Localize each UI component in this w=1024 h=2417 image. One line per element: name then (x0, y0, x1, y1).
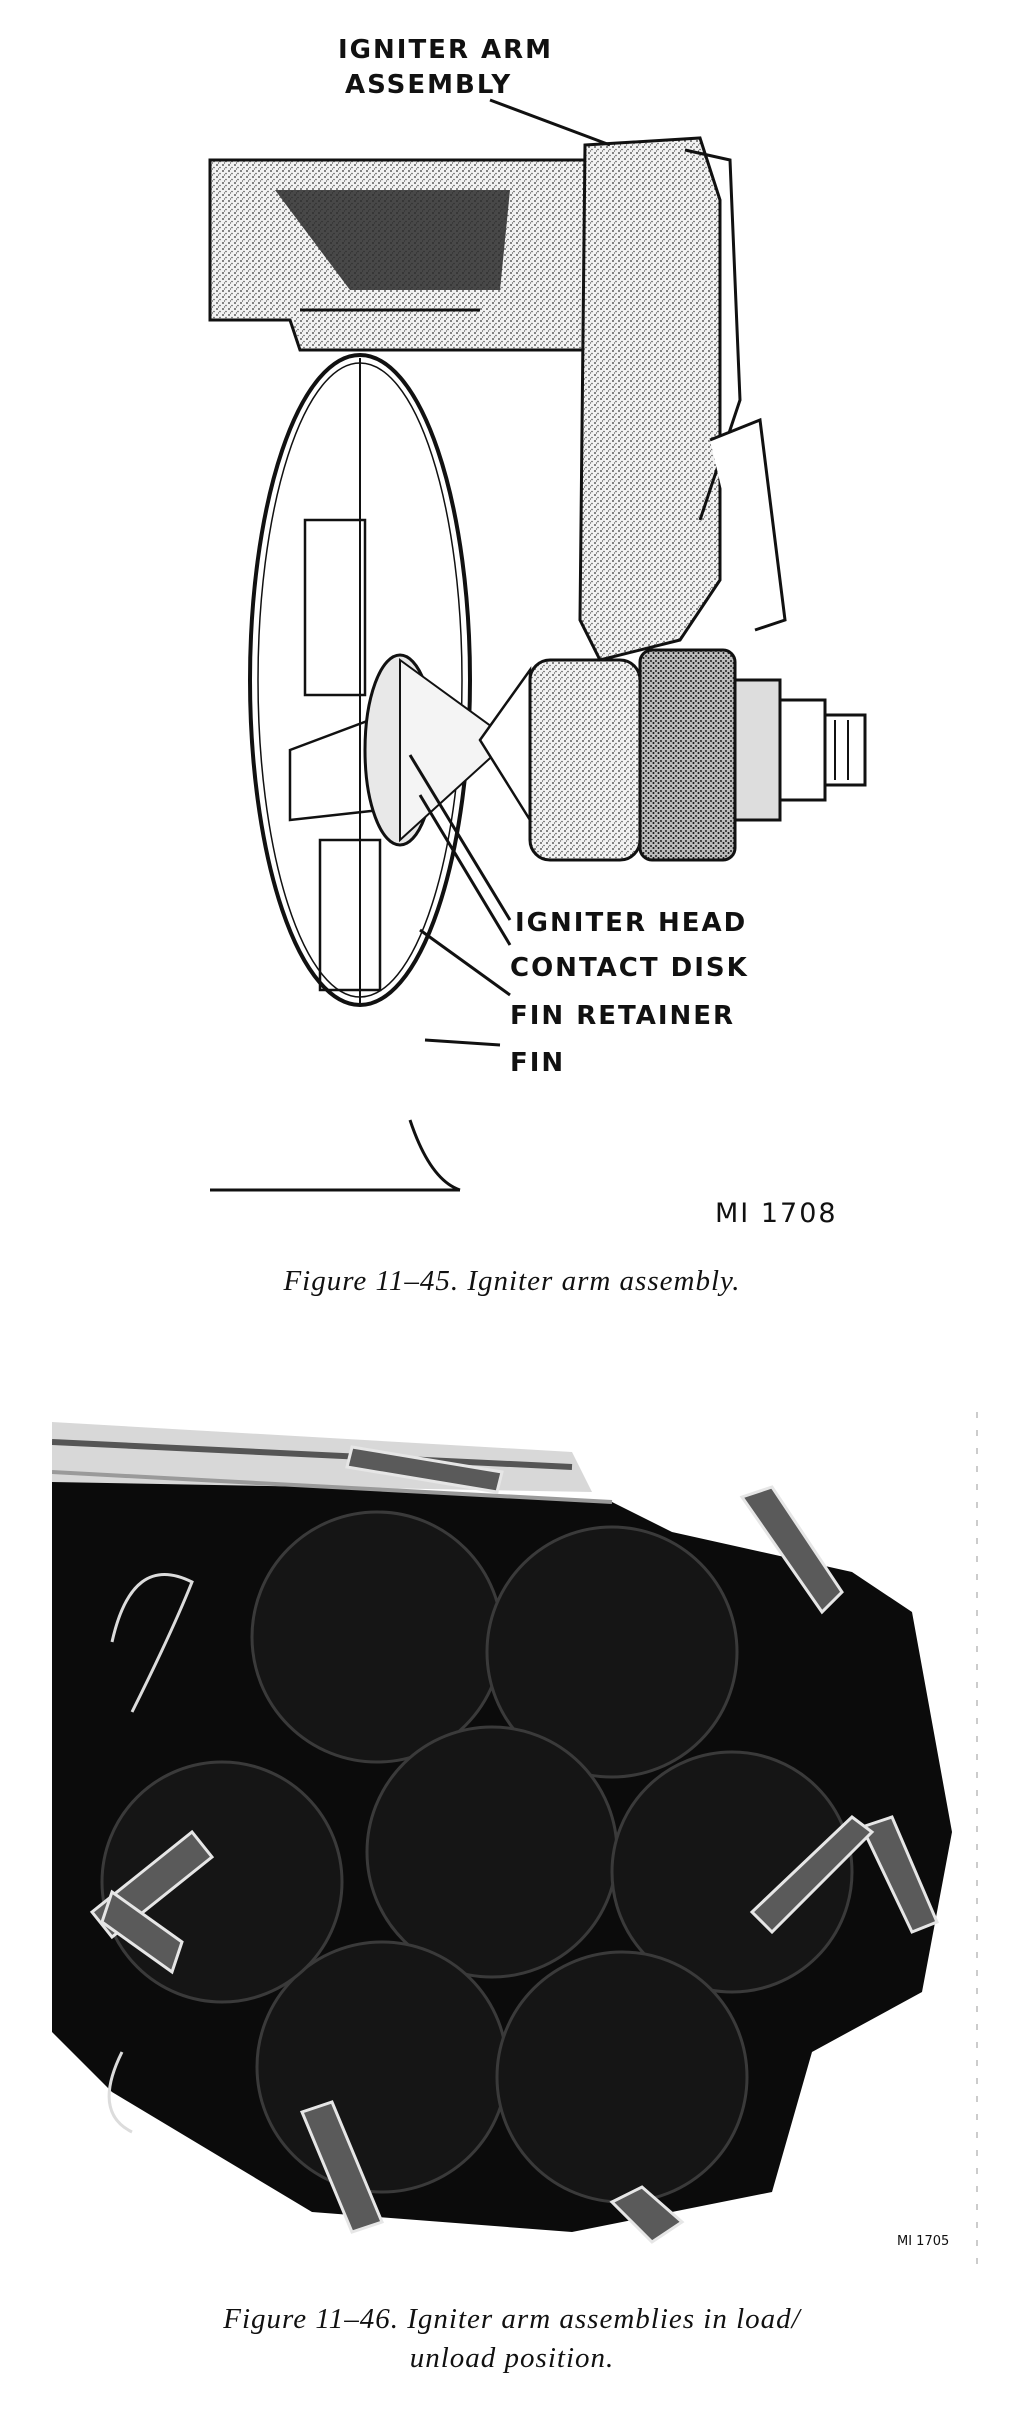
figure-46-caption-line2: unload position. (409, 2342, 615, 2375)
igniter-arm-drawing: IGNITER ARM ASSEMBLY IGNITER HEAD CONTAC… (180, 20, 880, 1195)
callout-igniter-head: IGNITER HEAD (515, 908, 748, 938)
figure-45-reference: MI 1708 (715, 1198, 838, 1229)
figure-46-reference: MI 1705 (897, 2234, 950, 2249)
contact-disk (363, 653, 512, 847)
launcher-rail (208, 158, 602, 352)
fin-ring (210, 353, 472, 1192)
igniter-arm (578, 136, 787, 662)
callout-igniter-arm-assembly-line2: ASSEMBLY (345, 70, 513, 100)
igniter-head (478, 648, 867, 862)
figure-46-caption: Figure 11–46. Igniter arm assemblies in … (0, 2300, 1024, 2378)
igniter-arm-illustration (208, 98, 867, 1192)
callout-fin: FIN (510, 1048, 566, 1078)
callout-contact-disk: CONTACT DISK (510, 953, 749, 983)
photo-illustration (52, 1412, 992, 2267)
igniter-arm-assemblies-photo: MI 1705 (52, 1412, 992, 2267)
figure-46-caption-line1: Figure 11–46. Igniter arm assemblies in … (223, 2303, 801, 2335)
callout-fin-retainer: FIN RETAINER (510, 1001, 736, 1031)
leader-lines (408, 98, 611, 1047)
figure-45-caption-text: Figure 11–45. Igniter arm assembly. (283, 1265, 741, 1297)
callout-igniter-arm-assembly-line1: IGNITER ARM (338, 35, 554, 65)
figure-45-caption: Figure 11–45. Igniter arm assembly. (0, 1262, 1024, 1301)
